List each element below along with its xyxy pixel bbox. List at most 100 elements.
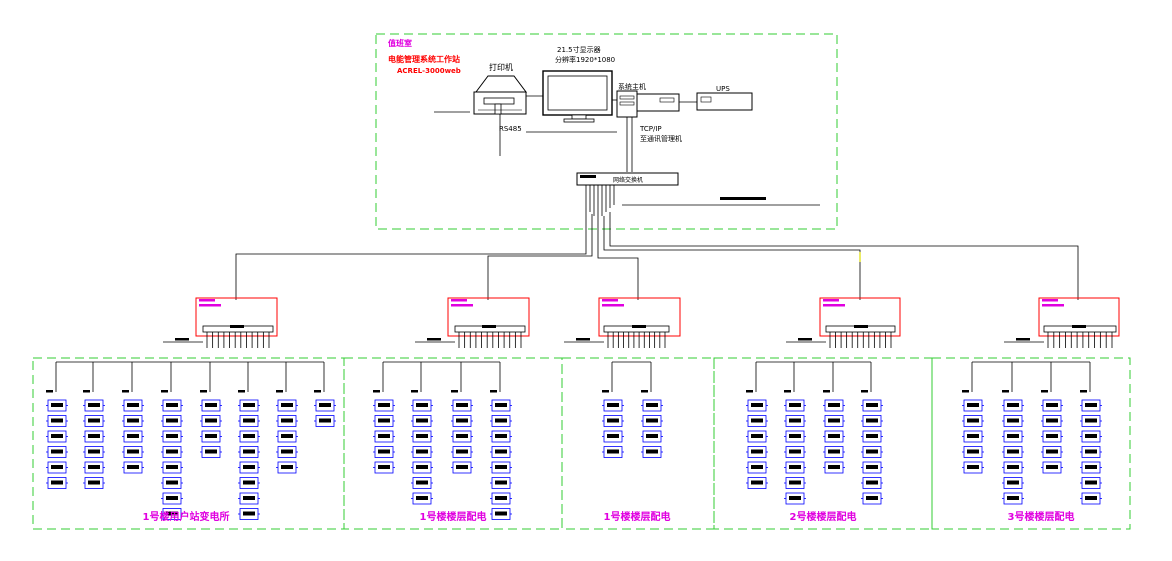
meter-icon [161,477,183,489]
meter-icon [641,446,663,458]
meter-icon [314,415,336,427]
network-switch-icon [576,172,679,186]
meter-icon [861,430,883,443]
meter-icon [1002,415,1024,427]
meter-icon [411,430,433,443]
gateway-2 [415,297,530,348]
meter-icon [490,399,512,412]
meter-icon [373,430,395,443]
meter-icon [823,430,845,443]
meter-icon [1041,446,1063,458]
meter-icon [784,492,806,505]
meter-icon [451,430,473,443]
workstation-model: ACREL-3000web [397,67,461,75]
meter-icon [962,446,984,458]
meter-icon [122,415,144,427]
meter-icon [1080,399,1102,412]
meter-icon [861,477,883,489]
meter-icon [276,446,298,458]
meter-icon [490,430,512,443]
meter-icon [411,492,433,505]
meter-icon [784,399,806,412]
gateway-5 [1004,297,1120,348]
meter-icon [200,415,222,427]
meter-icon [276,415,298,427]
meter-icon [451,399,473,412]
field-area-2: 1号楼楼层配电 [343,357,563,530]
meter-icon [411,461,433,474]
meter-icon [823,415,845,427]
meter-icon [962,399,984,412]
meter-icon [46,477,68,489]
meter-icon [161,508,183,520]
workstation-label: 电能管理系统工作站 [388,54,460,64]
meter-icon [83,461,105,474]
host-icon [616,90,680,118]
meter-icon [411,415,433,427]
meter-icon [823,461,845,474]
meter-icon [861,415,883,427]
meter-icon [490,508,512,520]
meter-icon [200,446,222,458]
network-switch-label: 网络交换机 [613,176,643,184]
meter-icon [161,461,183,474]
meter-icon [83,415,105,427]
meter-icon [83,446,105,458]
meter-icon [641,399,663,412]
meter-icon [1080,446,1102,458]
meter-icon [1080,430,1102,443]
meter-icon [1080,415,1102,427]
meter-icon [746,430,768,443]
meter-icon [276,399,298,412]
meter-icon [1041,399,1063,412]
meter-icon [861,399,883,412]
meter-icon [373,415,395,427]
meter-icon [238,446,260,458]
meter-icon [1080,492,1102,505]
meter-icon [490,446,512,458]
meter-icon [238,477,260,489]
meter-icon [784,415,806,427]
meter-icon [411,399,433,412]
meter-icon [1002,477,1024,489]
area-label: 3号楼楼层配电 [1008,510,1075,523]
meter-icon [46,430,68,443]
meter-icon [1002,399,1024,412]
meter-icon [1002,430,1024,443]
meter-icon [602,399,624,412]
host-label: 系统主机 [618,82,646,91]
printer-icon [473,75,527,115]
meter-icon [1041,415,1063,427]
meter-icon [451,461,473,474]
area-label: 1号楼楼层配电 [420,510,487,523]
trunk-lines [235,208,1079,300]
meter-icon [962,430,984,443]
meter-icon [373,446,395,458]
meter-icon [641,415,663,427]
meter-icon [1041,461,1063,474]
meter-icon [602,446,624,458]
meter-icon [1002,461,1024,474]
meter-icon [161,415,183,427]
meter-icon [490,461,512,474]
meter-icon [746,461,768,474]
meter-icon [861,492,883,505]
meter-icon [1002,446,1024,458]
tcpip-label: TCP/IP [639,125,662,133]
meter-icon [490,492,512,505]
rs485-label: RS485 [499,125,522,133]
meter-icon [161,399,183,412]
meter-icon [46,399,68,412]
meter-icon [1002,492,1024,505]
meter-icon [46,461,68,474]
meter-icon [823,446,845,458]
meter-icon [314,399,336,412]
meter-icon [1080,461,1102,474]
meter-icon [122,461,144,474]
meter-icon [451,415,473,427]
meter-icon [784,430,806,443]
meter-icon [746,399,768,412]
meter-icon [861,461,883,474]
monitor-room-box [375,33,838,230]
